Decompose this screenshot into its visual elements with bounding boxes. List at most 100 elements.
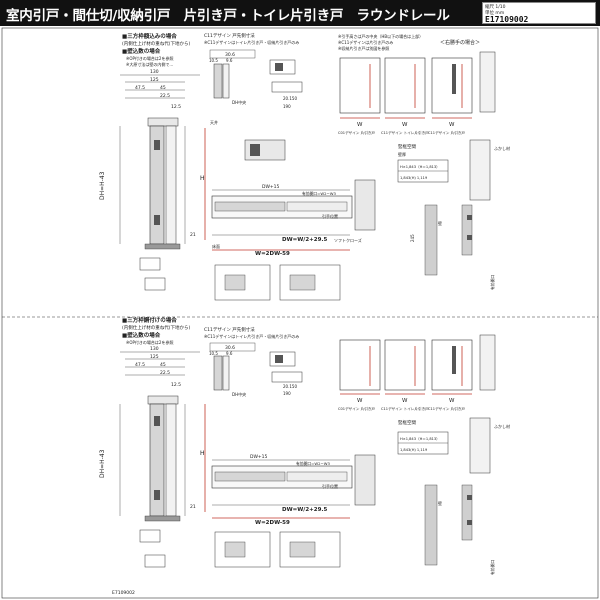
top-design-label: C11デザイン 戸先側寸法 xyxy=(204,32,255,39)
top-callout-floor: 床面 xyxy=(212,243,220,249)
header-bar: 室内引戸・間仕切/収納引戸 片引き戸・トイレ片引き戸 ラウンドレール 縮尺 1/… xyxy=(0,0,600,26)
bottom-detail-note: ■壁込数の場合 xyxy=(122,331,161,339)
top-standard-note: ■三方枠額込みの場合 xyxy=(122,32,177,40)
bottom-elev-label-1: C01デザイン 片引き戸 xyxy=(338,406,375,411)
top-side-wall: 壁 xyxy=(438,220,442,226)
bottom-side-fukashi: ふかし材 xyxy=(494,423,510,429)
bottom-dh-center: DH中央 xyxy=(232,391,246,397)
top-elevations: ※引手高さは戸の中央（HB以下の場合は上部） ※C11デザインは片引き戸のみ ※… xyxy=(338,33,496,135)
top-callout-ceiling: 天井 xyxy=(210,119,218,125)
unit-label: 単位 mm xyxy=(485,11,505,16)
bottom-design-sub: ※C11デザインはトイレ片引き戸・収納片引き戸のみ xyxy=(204,333,299,339)
top-dim-12-5: 12.5 xyxy=(171,104,181,110)
bottom-dim-22-5: 22.5 xyxy=(160,370,170,376)
bottom-dim-30-6: 30.6 xyxy=(225,345,235,351)
top-vertical-section: 130 125 47.5 45 22.5 DH=H-43 12.5 21 xyxy=(99,69,200,291)
top-note-2: ※大原寸法は壁の内側で… xyxy=(126,61,173,67)
bottom-dim-47-5: 47.5 xyxy=(135,362,145,368)
top-side-opening: 有効開口 xyxy=(490,275,495,290)
bottom-callout-handle: 引手位置 xyxy=(322,483,338,489)
bottom-dh-label: DH=H-43 xyxy=(99,449,106,478)
top-elev-label-1: C01デザイン 片引き戸 xyxy=(338,130,375,135)
top-note-1: ※OP付きの場合は2を参照 xyxy=(126,55,173,61)
bottom-side-wall: 壁 xyxy=(438,500,442,506)
bottom-w-elev-1: W xyxy=(357,398,363,404)
bottom-w-formula: W=2DW-59 xyxy=(255,520,290,526)
bottom-dim-190: 190 xyxy=(283,391,291,396)
top-right-detail: 竪框空間 壁厚 H×1,843（H＝1,813） 1,843(H) 1,119 … xyxy=(397,139,510,290)
top-dw-formula: DW=W/2+29.5 xyxy=(282,237,327,243)
top-callout-handle: 引手位置 xyxy=(322,213,338,219)
top-table-row-1: H×1,843（H＝1,813） xyxy=(400,164,440,169)
top-dim-130: 130 xyxy=(150,69,159,75)
top-w-formula: W=2DW-59 xyxy=(255,251,290,257)
bottom-elev-label-2: C11デザイン トイレ片引き戸 xyxy=(381,406,429,411)
bottom-elevations: W W W C01デザイン 片引き戸 C11デザイン トイレ片引き戸 C11デザ… xyxy=(338,334,496,411)
bottom-section: ■三方枠鋼付けの場合 (内側仕上げ材の重ね代(下地から) ■壁込数の場合 ※OP… xyxy=(99,316,510,575)
top-w-elev-3: W xyxy=(449,122,455,128)
bottom-callout-opening: 有効開口=W2−W3 xyxy=(296,461,330,466)
top-dh-label: DH=H-43 xyxy=(99,171,106,200)
bottom-side-opening: 有効開口 xyxy=(490,560,495,575)
bottom-h-label: H xyxy=(200,450,205,457)
top-table-row-2: 1,843(H) 1,119 xyxy=(400,176,428,180)
top-dim-9-6: 9.6 xyxy=(226,58,233,63)
top-note-right-3: ※収納片引き戸は別図を参照 xyxy=(338,45,389,51)
bottom-dim-9-6: 9.6 xyxy=(226,351,233,356)
bottom-table-row-2: 1,843(H) 1,119 xyxy=(400,448,428,452)
bottom-dim-12-5: 12.5 xyxy=(171,382,181,388)
bottom-design-label: C11デザイン 戸先側寸法 xyxy=(204,326,255,333)
top-side-245: 245 xyxy=(410,234,415,242)
top-callout-opening: 有効開口=W2−W3 xyxy=(302,191,336,196)
top-elev-label-2: C11デザイン トイレ片引き戸 xyxy=(381,130,429,135)
bottom-vertical-section: 130 125 47.5 45 22.5 DH=H-43 12.5 21 xyxy=(99,346,200,568)
bottom-plan-section: H DW+15 有効開口=W2−W3 引手位置 DW=W/2+29.5 W=2D… xyxy=(200,404,376,568)
bottom-dim-45: 45 xyxy=(160,362,166,368)
bottom-standard-sub: (内側仕上げ材の重ね代(下地から) xyxy=(122,324,191,331)
bottom-design-detail: C11デザイン 戸先側寸法 ※C11デザインはトイレ片引き戸・収納片引き戸のみ … xyxy=(204,326,303,397)
bottom-elev-label-3: C11デザイン 片引き戸 xyxy=(428,406,465,411)
bottom-note-1: ※OP付きの場合は2を参照 xyxy=(126,339,173,345)
top-dim-47-5: 47.5 xyxy=(135,85,145,91)
top-right-handed: ＜右勝手の場合＞ xyxy=(440,39,480,46)
bottom-dw-formula: DW=W/2+29.5 xyxy=(282,507,327,513)
top-detail-note: ■壁込数の場合 xyxy=(122,47,161,55)
top-plan-section: H DW+15 有効開口=W2−W3 引手位置 DW=W/2+29.5 W=2D… xyxy=(200,119,376,301)
bottom-dim-130: 130 xyxy=(150,346,159,352)
top-dim-30-6: 30.6 xyxy=(225,52,235,58)
bottom-dim-20-150: 20.150 xyxy=(283,384,297,389)
top-side-fukashi: ふかし材 xyxy=(494,145,510,151)
top-w-elev-2: W xyxy=(402,122,408,128)
bottom-w-elev-3: W xyxy=(449,398,455,404)
top-w-elev-1: W xyxy=(357,122,363,128)
top-dim-45: 45 xyxy=(160,85,166,91)
top-table-title: 壁厚 xyxy=(398,151,406,157)
top-dim-20-150: 20.150 xyxy=(283,96,297,101)
bottom-w-elev-2: W xyxy=(402,398,408,404)
top-dim-10-5: 10.5 xyxy=(209,58,218,63)
top-design-detail: C11デザイン 戸先側寸法 ※C11デザインはトイレ片引き戸・収納片引き戸のみ … xyxy=(204,32,303,109)
page-frame xyxy=(1,27,599,599)
top-dim-125: 125 xyxy=(150,77,159,83)
bottom-dim-125: 125 xyxy=(150,354,159,360)
bottom-table-row-1: H×1,843（H＝1,813） xyxy=(400,436,440,441)
top-dim-21: 21 xyxy=(190,232,196,238)
footer-code: E7109002 xyxy=(112,590,135,596)
top-sub-heading: 竪框空間 xyxy=(398,143,416,150)
top-note-right-1: ※引手高さは戸の中央（HB以下の場合は上部） xyxy=(338,33,423,39)
top-dim-190: 190 xyxy=(283,104,291,109)
bottom-dim-21: 21 xyxy=(190,504,196,510)
title-block: 縮尺 1/10 単位 mm E17109002 xyxy=(482,2,596,24)
top-section: ■三方枠額込みの場合 (内側仕上げ材の重ね代(下地から) ■壁込数の場合 ※OP… xyxy=(99,32,510,301)
top-elev-label-3: C11デザイン 片引き戸 xyxy=(428,130,465,135)
bottom-dw15: DW+15 xyxy=(250,454,268,460)
top-dw15: DW+15 xyxy=(262,184,280,190)
bottom-sub-heading: 竪框空間 xyxy=(398,419,416,426)
top-callout-softclose: ソフトクローズ xyxy=(334,237,362,243)
top-standard-sub: (内側仕上げ材の重ね代(下地から) xyxy=(122,40,191,47)
bottom-right-detail: 竪框空間 H×1,843（H＝1,813） 1,843(H) 1,119 ふかし… xyxy=(397,417,510,575)
top-dim-22-5: 22.5 xyxy=(160,93,170,99)
top-note-right-2: ※C11デザインは片引き戸のみ xyxy=(338,39,393,45)
